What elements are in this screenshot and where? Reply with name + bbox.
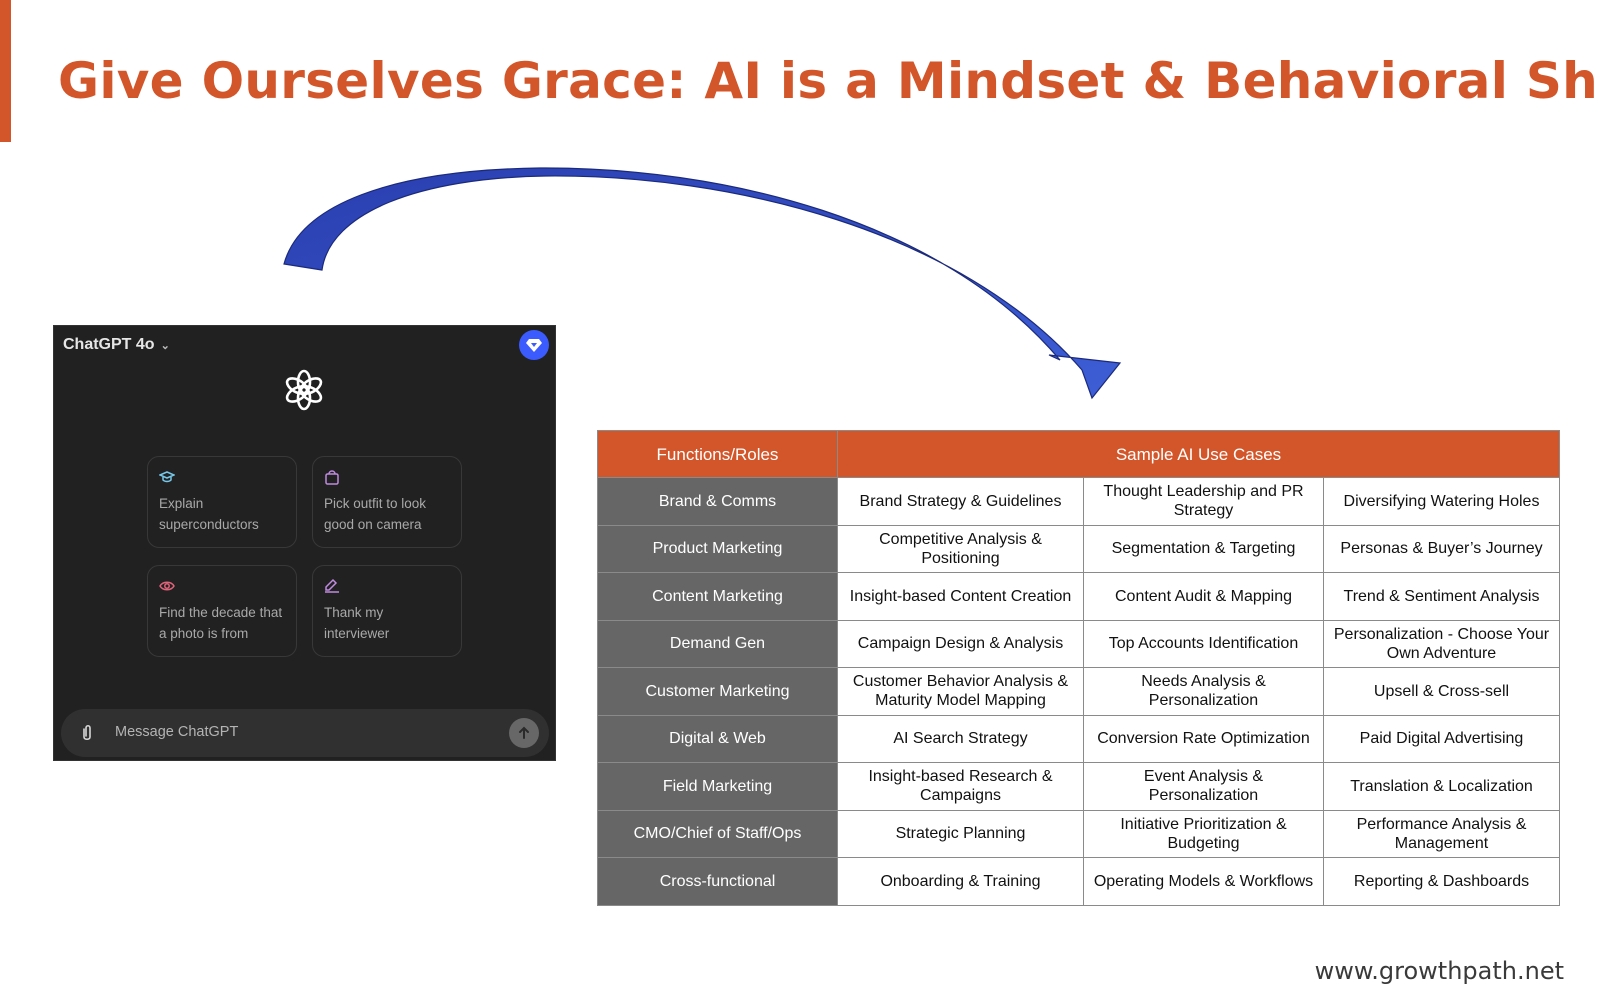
role-cell: Content Marketing xyxy=(597,572,838,621)
use-case-table: Functions/Roles Sample AI Use Cases Bran… xyxy=(597,430,1560,906)
use-case-cell: Upsell & Cross-sell xyxy=(1323,667,1560,716)
use-case-cell: Paid Digital Advertising xyxy=(1323,714,1560,763)
model-name: ChatGPT 4o xyxy=(63,336,155,353)
table-row: Digital & Web AI Search Strategy Convers… xyxy=(597,714,1560,763)
role-cell: Demand Gen xyxy=(597,619,838,668)
use-case-cell: Conversion Rate Optimization xyxy=(1083,714,1324,763)
upgrade-gem-icon[interactable] xyxy=(519,330,549,360)
use-case-cell: Segmentation & Targeting xyxy=(1083,524,1324,573)
suggestion-card-outfit[interactable]: Pick outfit to look good on camera xyxy=(312,456,462,548)
table-row: Content Marketing Insight-based Content … xyxy=(597,572,1560,621)
accent-bar xyxy=(0,0,11,142)
use-case-cell: Thought Leadership and PR Strategy xyxy=(1083,477,1324,526)
suggestion-card-explain[interactable]: Explain superconductors xyxy=(147,456,297,548)
header-functions-roles: Functions/Roles xyxy=(597,430,838,478)
use-case-cell: Insight-based Research & Campaigns xyxy=(837,762,1084,811)
table-row: Field Marketing Insight-based Research &… xyxy=(597,762,1560,811)
use-case-cell: Onboarding & Training xyxy=(837,857,1084,906)
use-case-cell: Performance Analysis & Management xyxy=(1323,809,1560,858)
suggestion-text: Thank my interviewer xyxy=(324,605,390,641)
suggestion-text: Explain superconductors xyxy=(159,496,259,532)
model-selector[interactable]: ChatGPT 4o ⌄ xyxy=(63,336,170,354)
use-case-cell: Insight-based Content Creation xyxy=(837,572,1084,621)
table-row: CMO/Chief of Staff/Ops Strategic Plannin… xyxy=(597,809,1560,858)
use-case-cell: Event Analysis & Personalization xyxy=(1083,762,1324,811)
eye-icon xyxy=(159,581,175,591)
use-case-cell: AI Search Strategy xyxy=(837,714,1084,763)
table-row: Brand & Comms Brand Strategy & Guideline… xyxy=(597,477,1560,526)
role-cell: Product Marketing xyxy=(597,524,838,573)
use-case-cell: Initiative Prioritization & Budgeting xyxy=(1083,809,1324,858)
use-case-cell: Competitive Analysis & Positioning xyxy=(837,524,1084,573)
chatgpt-screenshot: ChatGPT 4o ⌄ Explain superconductors Pic… xyxy=(53,325,556,761)
use-case-cell: Top Accounts Identification xyxy=(1083,619,1324,668)
use-case-cell: Personas & Buyer’s Journey xyxy=(1323,524,1560,573)
use-case-cell: Diversifying Watering Holes xyxy=(1323,477,1560,526)
suggestion-text: Find the decade that a photo is from xyxy=(159,605,283,641)
pen-icon xyxy=(325,578,339,593)
role-cell: Field Marketing xyxy=(597,762,838,811)
role-cell: Customer Marketing xyxy=(597,667,838,716)
paperclip-icon[interactable] xyxy=(77,723,97,743)
use-case-cell: Translation & Localization xyxy=(1323,762,1560,811)
message-composer[interactable]: Message ChatGPT xyxy=(61,709,549,757)
suggestion-card-decade[interactable]: Find the decade that a photo is from xyxy=(147,565,297,657)
use-case-cell: Brand Strategy & Guidelines xyxy=(837,477,1084,526)
footer-url: www.growthpath.net xyxy=(1314,957,1564,985)
page-title: Give Ourselves Grace: AI is a Mindset & … xyxy=(58,52,1600,110)
suggestion-text: Pick outfit to look good on camera xyxy=(324,496,427,532)
use-case-cell: Trend & Sentiment Analysis xyxy=(1323,572,1560,621)
use-case-cell: Strategic Planning xyxy=(837,809,1084,858)
role-cell: Digital & Web xyxy=(597,714,838,763)
role-cell: Brand & Comms xyxy=(597,477,838,526)
shopping-bag-icon xyxy=(325,470,339,485)
message-input[interactable]: Message ChatGPT xyxy=(115,724,239,740)
use-case-cell: Personalization - Choose Your Own Advent… xyxy=(1323,619,1560,668)
header-sample-use-cases: Sample AI Use Cases xyxy=(837,430,1560,478)
chevron-down-icon: ⌄ xyxy=(160,339,170,352)
role-cell: CMO/Chief of Staff/Ops xyxy=(597,809,838,858)
table-header-row: Functions/Roles Sample AI Use Cases xyxy=(597,430,1560,478)
send-button[interactable] xyxy=(509,718,539,748)
role-cell: Cross-functional xyxy=(597,857,838,906)
use-case-cell: Customer Behavior Analysis & Maturity Mo… xyxy=(837,667,1084,716)
table-row: Product Marketing Competitive Analysis &… xyxy=(597,524,1560,573)
use-case-cell: Operating Models & Workflows xyxy=(1083,857,1324,906)
graduation-cap-icon xyxy=(159,471,175,483)
openai-logo-icon xyxy=(285,369,323,411)
use-case-cell: Needs Analysis & Personalization xyxy=(1083,667,1324,716)
table-row: Demand Gen Campaign Design & Analysis To… xyxy=(597,619,1560,668)
suggestion-card-thank[interactable]: Thank my interviewer xyxy=(312,565,462,657)
use-case-cell: Campaign Design & Analysis xyxy=(837,619,1084,668)
table-row: Cross-functional Onboarding & Training O… xyxy=(597,857,1560,906)
arrow-up-icon xyxy=(519,726,529,739)
table-row: Customer Marketing Customer Behavior Ana… xyxy=(597,667,1560,716)
use-case-cell: Content Audit & Mapping xyxy=(1083,572,1324,621)
use-case-cell: Reporting & Dashboards xyxy=(1323,857,1560,906)
